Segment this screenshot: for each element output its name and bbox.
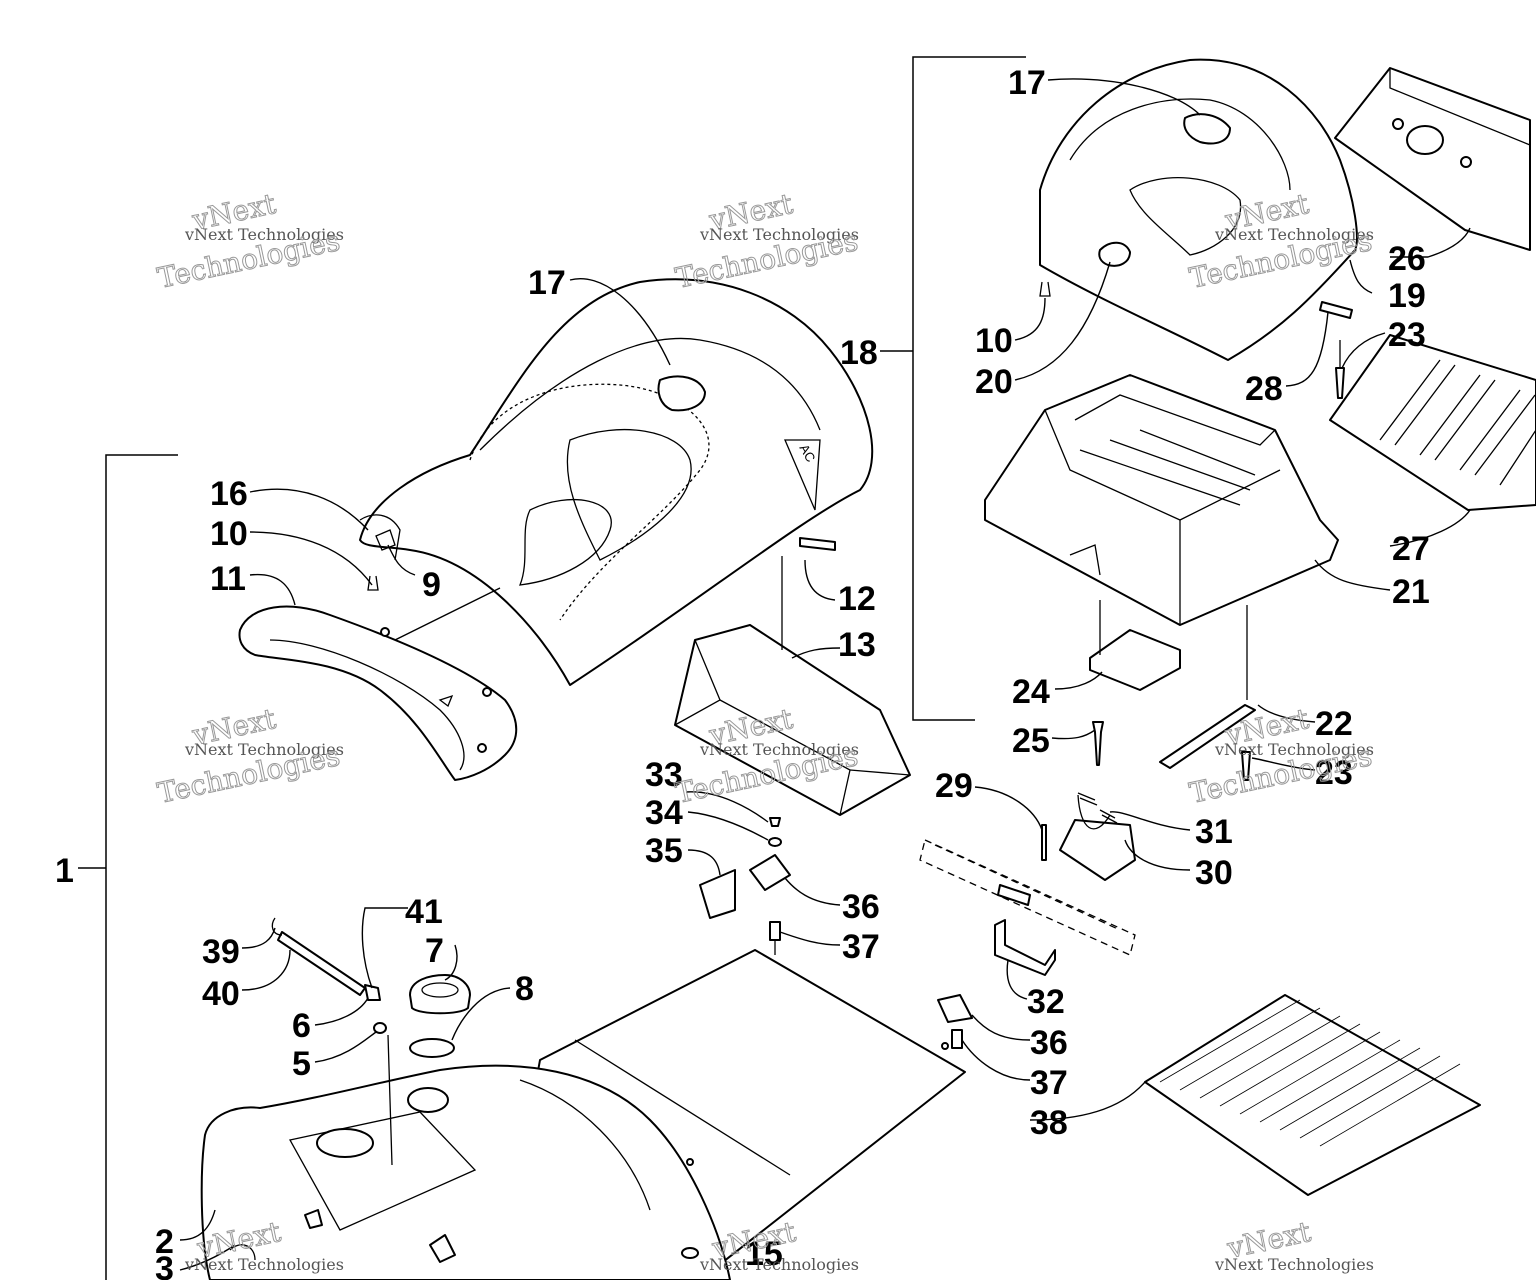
callout-25: 25 (1012, 722, 1050, 760)
callout-37-upper: 37 (842, 928, 880, 966)
callout-16: 16 (210, 475, 248, 513)
callout-17-passenger: 17 (1008, 64, 1046, 102)
svg-text:vNext Technologies: vNext Technologies (1214, 740, 1374, 759)
callout-2: 2 (155, 1223, 174, 1261)
callout-22: 22 (1315, 705, 1353, 743)
callout-23-lower: 23 (1315, 754, 1353, 792)
passenger-seat-back (1039, 58, 1358, 361)
watermark-bottom-left: vNext vNext Technologies (184, 1214, 344, 1274)
callout-35: 35 (645, 832, 683, 870)
bracket-24 (1089, 629, 1181, 691)
callout-numbers: 17 17 16 10 11 9 12 13 18 10 20 26 19 23… (55, 64, 1430, 1280)
callout-37-lower: 37 (1030, 1064, 1068, 1102)
gasket-8 (409, 1038, 455, 1058)
floor-mat-38 (1144, 994, 1481, 1196)
callout-8: 8 (515, 970, 534, 1008)
callout-29: 29 (935, 767, 973, 805)
callout-28: 28 (1245, 370, 1283, 408)
callout-34: 34 (645, 794, 683, 832)
bracket-35 (699, 869, 736, 919)
callout-9: 9 (422, 566, 441, 604)
callout-18: 18 (840, 334, 878, 372)
washer-15 (681, 1247, 699, 1259)
svg-text:vNext Technologies: vNext Technologies (699, 1255, 859, 1274)
callout-20: 20 (975, 363, 1013, 401)
fuel-tank-2 (200, 1064, 731, 1280)
seat-cushion: AC (359, 278, 874, 686)
spring-31-b (1099, 809, 1118, 824)
bracket-32 (994, 919, 1056, 976)
svg-text:vNext Technologies: vNext Technologies (184, 225, 344, 244)
rod-28 (1319, 301, 1353, 319)
fastener-9 (375, 529, 396, 551)
callout-10-seat: 10 (210, 515, 248, 553)
svg-text:vNext Technologies: vNext Technologies (699, 225, 859, 244)
rivet-23-lower (1241, 751, 1251, 781)
callout-3: 3 (155, 1250, 174, 1280)
plate-27 (1329, 334, 1536, 511)
callout-40: 40 (202, 975, 240, 1013)
svg-text:vNext Technologies: vNext Technologies (1214, 225, 1374, 244)
callout-19: 19 (1388, 277, 1426, 315)
washer-5 (373, 1022, 387, 1034)
clip-36-lower (937, 994, 973, 1023)
spring-31-a (1077, 792, 1098, 806)
latch-rail (919, 839, 1136, 956)
leader-lines (179, 78, 1471, 1271)
callout-12: 12 (838, 580, 876, 618)
assembly-bracket-18 (880, 56, 1026, 721)
strap-22 (1159, 704, 1256, 769)
bolt-33 (769, 817, 781, 827)
callout-31: 31 (1195, 813, 1233, 851)
svg-text:vNext Technologies: vNext Technologies (699, 740, 859, 759)
callout-17-seat: 17 (528, 264, 566, 302)
callout-15: 15 (745, 1235, 783, 1273)
watermark-top-center: vNext vNext Technologies Technologies (672, 186, 861, 295)
callout-7: 7 (425, 932, 444, 970)
assembly-bracket-1 (78, 454, 178, 1280)
callout-33: 33 (645, 756, 683, 794)
callout-39: 39 (202, 933, 240, 971)
callout-24: 24 (1012, 673, 1050, 711)
seat-base-pan (238, 587, 518, 781)
svg-text:vNext Technologies: vNext Technologies (184, 740, 344, 759)
clip-10-seat (367, 575, 379, 591)
callout-1: 1 (55, 852, 74, 890)
callout-6: 6 (292, 1007, 311, 1045)
callout-13: 13 (838, 626, 876, 664)
callout-27: 27 (1392, 530, 1430, 568)
fuel-cap-7 (409, 974, 471, 1015)
callout-5: 5 (292, 1045, 311, 1083)
watermark-bottom-right: vNext vNext Technologies (1214, 1214, 1374, 1274)
callout-36-lower: 36 (1030, 1024, 1068, 1062)
callout-23-upper: 23 (1388, 316, 1426, 354)
rivet-25 (1092, 721, 1104, 766)
callout-21: 21 (1392, 573, 1430, 611)
bushing-37-upper (769, 921, 781, 941)
pin-29 (1041, 824, 1047, 861)
latch-handle-30 (1059, 819, 1136, 881)
callout-41: 41 (405, 893, 443, 931)
callout-11: 11 (210, 560, 246, 598)
clip-10-passenger (1039, 281, 1051, 297)
bushing-37-lower (951, 1029, 963, 1049)
callout-32: 32 (1027, 983, 1065, 1021)
svg-text:vNext Technologies: vNext Technologies (184, 1255, 344, 1274)
svg-text:vNext Technologies: vNext Technologies (1214, 1255, 1374, 1274)
storage-box-13 (674, 556, 911, 816)
storage-tray-21 (984, 374, 1339, 626)
watermark-top-left: vNext vNext Technologies Technologies (154, 186, 344, 295)
callout-38: 38 (1030, 1104, 1068, 1142)
pad-26 (1334, 67, 1531, 251)
rivet-23-upper (1335, 367, 1345, 399)
callout-10-passenger: 10 (975, 322, 1013, 360)
callout-26: 26 (1388, 240, 1426, 278)
watermark-mid-left: vNext vNext Technologies Technologies (154, 701, 344, 810)
callout-36-upper: 36 (842, 888, 880, 926)
clip-36-upper (749, 854, 791, 891)
vent-hose (271, 917, 393, 1166)
callout-30: 30 (1195, 854, 1233, 892)
washer-34 (768, 837, 782, 847)
